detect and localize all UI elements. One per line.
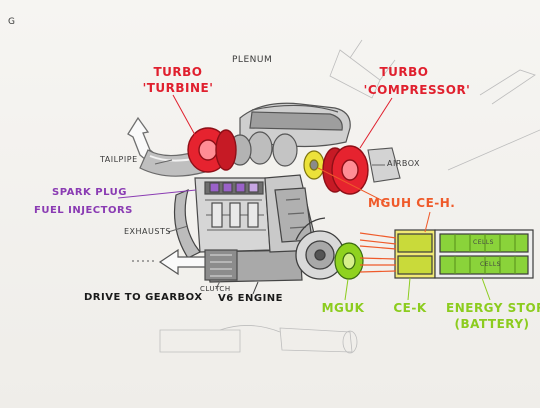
energy-store — [394, 229, 534, 279]
exhausts-label: EXHAUSTS — [124, 227, 171, 236]
mguk-label: MGUK — [321, 301, 365, 315]
mguh-unit — [303, 150, 325, 180]
drive-arrow — [158, 248, 206, 276]
ce-k-label: CE-K — [393, 301, 427, 315]
mguh-ceh-label: MGUH CE-H. — [368, 196, 456, 210]
clutch-label: CLUTCH — [200, 285, 231, 293]
orange-wiring — [359, 232, 397, 273]
tailpipe-label: TAILPIPE — [100, 155, 138, 164]
turbo-compressor — [322, 145, 369, 195]
crank-pulley — [295, 217, 345, 280]
turbo-turbine-label-line2: 'TURBINE' — [142, 81, 214, 95]
plenum — [228, 102, 351, 167]
turbo-compressor-label-line2: 'COMPRESSOR' — [363, 83, 471, 97]
v6-engine-label: V6 ENGINE — [218, 293, 284, 304]
background-pencil-sketch — [159, 39, 540, 354]
corner-mark: G — [8, 17, 16, 27]
spark-plug-label: SPARK PLUG — [52, 187, 127, 198]
left-cylinder-bank — [194, 177, 271, 253]
cells-bottom-label: CELLS — [480, 261, 501, 268]
battery-label: (BATTERY) — [454, 317, 530, 331]
energy-store-label: ENERGY STORE — [446, 301, 540, 315]
turbo-turbine — [187, 127, 237, 173]
turbo-turbine-label-line1: TURBO — [153, 65, 203, 79]
airbox-label: AIRBOX — [387, 159, 421, 168]
mguk-unit — [334, 242, 364, 280]
cells-top-label: CELLS — [473, 239, 494, 246]
drive-to-gearbox-label: DRIVE TO GEARBOX — [84, 292, 203, 303]
plenum-label: PLENUM — [232, 55, 273, 65]
leader-lines — [117, 94, 491, 301]
turbo-compressor-label-line1: TURBO — [379, 65, 429, 79]
clutch — [204, 249, 238, 281]
fuel-injectors-label: FUEL INJECTORS — [34, 205, 133, 216]
